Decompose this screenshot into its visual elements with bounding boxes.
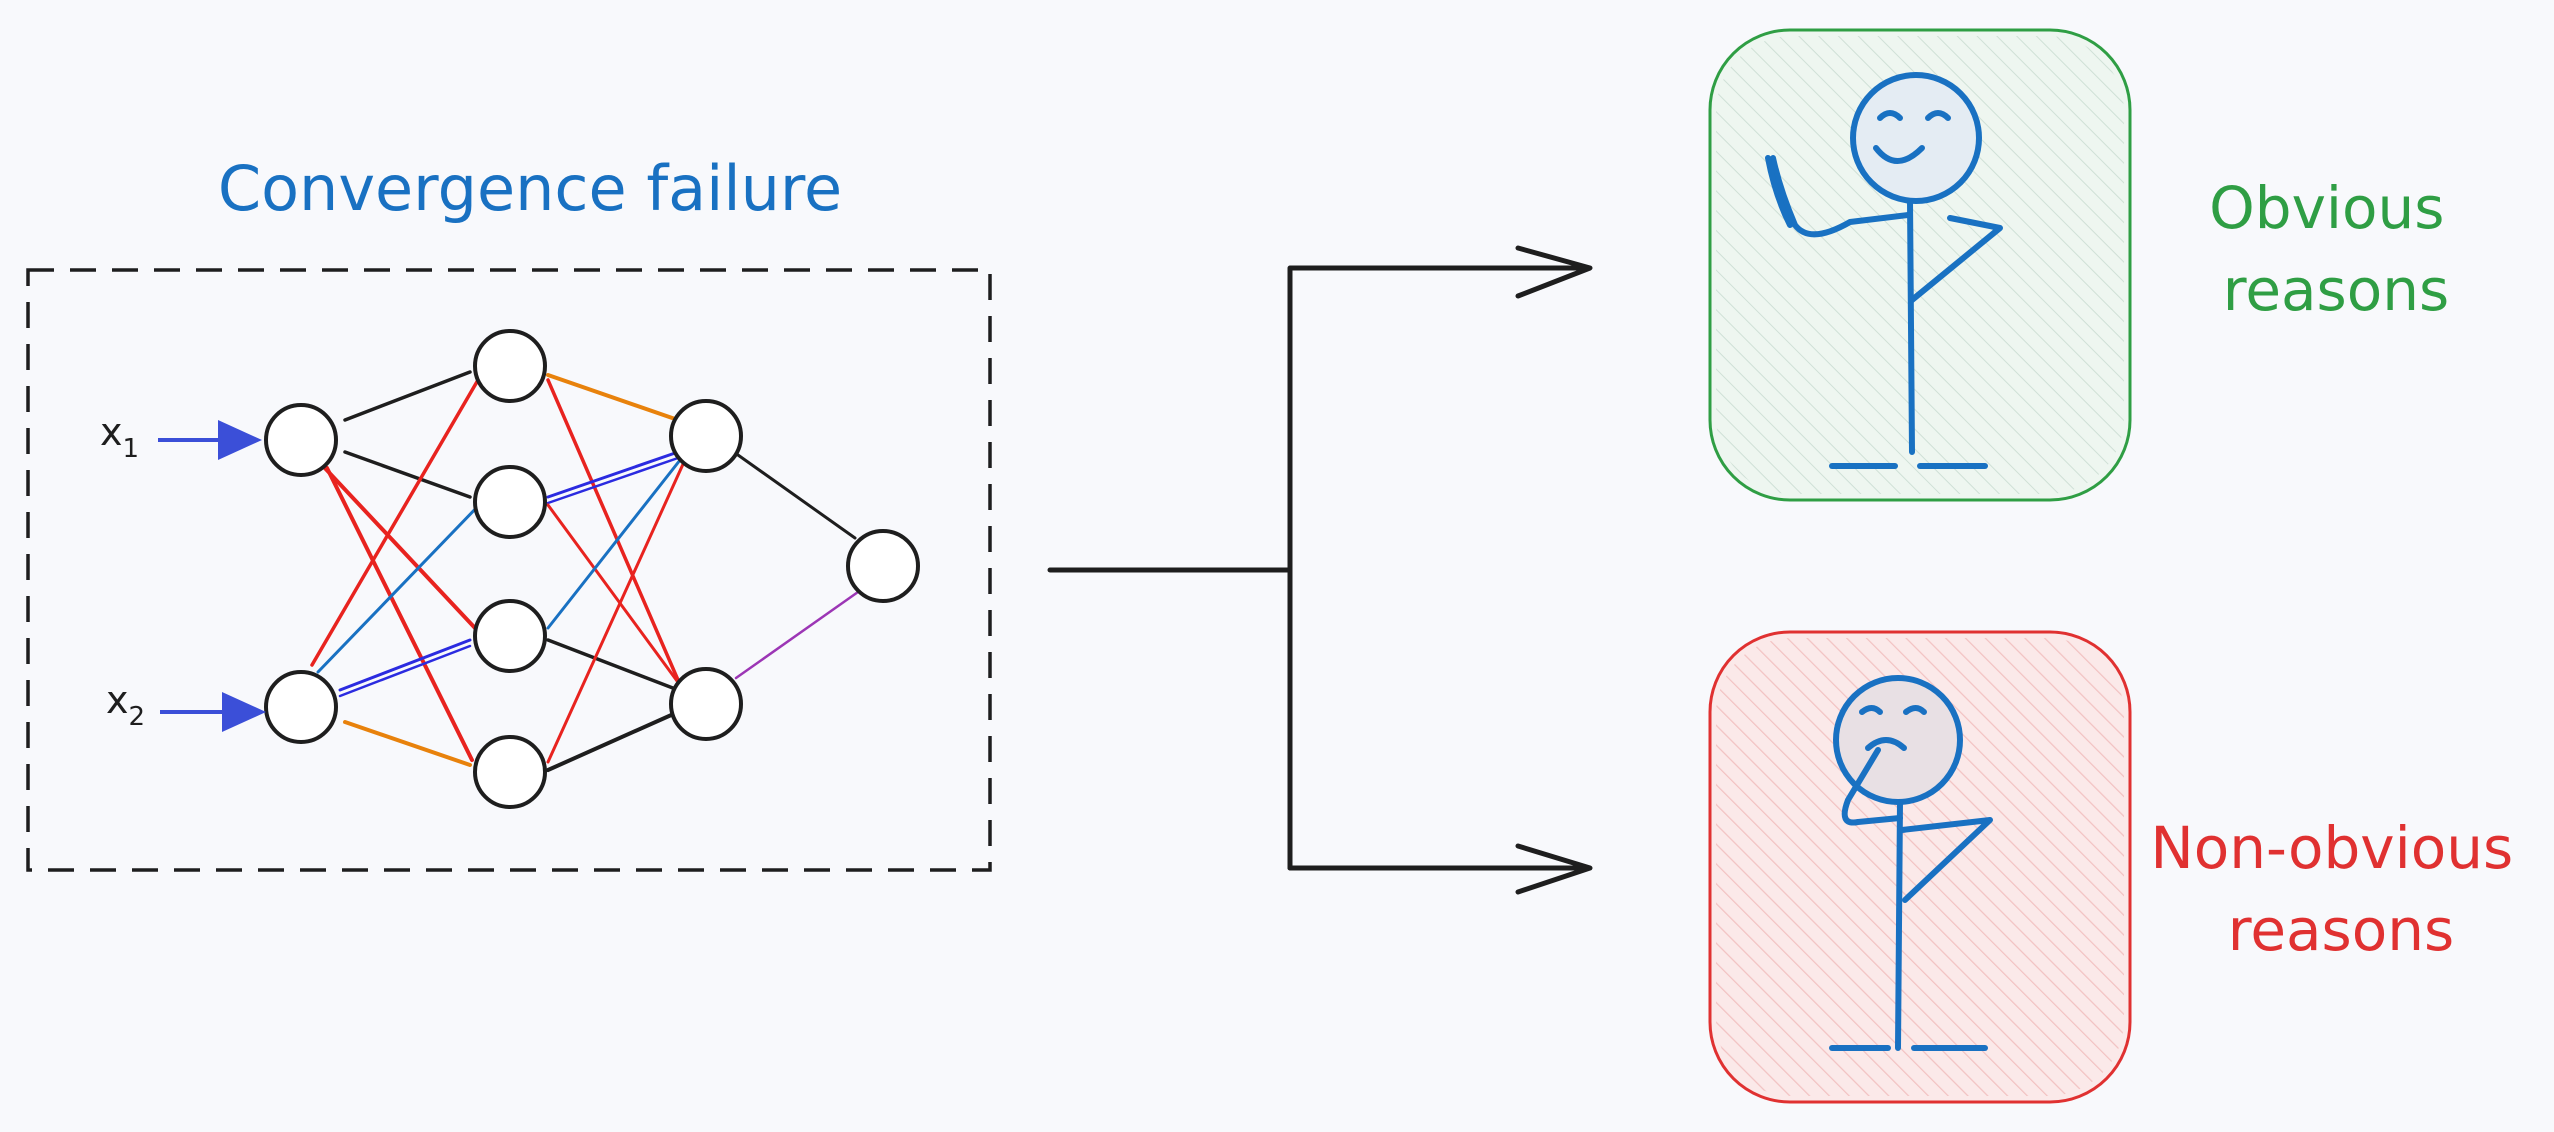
output-node bbox=[846, 529, 920, 603]
pondering-stick-figure bbox=[1829, 675, 1993, 1051]
network-edges bbox=[310, 370, 860, 772]
input-arrow-2 bbox=[160, 692, 266, 732]
edge bbox=[325, 466, 474, 762]
hidden2-node-1 bbox=[669, 399, 743, 473]
label-non-obvious: Non-obvious reasons bbox=[2150, 814, 2531, 964]
network-nodes bbox=[264, 329, 920, 809]
edge bbox=[338, 638, 472, 692]
edge bbox=[343, 450, 472, 499]
network-frame bbox=[26, 268, 992, 872]
hidden2-node-2 bbox=[669, 667, 743, 741]
edge bbox=[546, 638, 680, 692]
hidden1-node-2 bbox=[473, 465, 547, 539]
edge bbox=[546, 710, 680, 772]
edge bbox=[734, 590, 860, 680]
edge bbox=[320, 463, 477, 630]
happy-stick-figure bbox=[1765, 72, 2003, 469]
outcome-box-non-obvious bbox=[1708, 630, 2132, 1104]
edge bbox=[546, 373, 680, 422]
edge bbox=[343, 370, 472, 422]
edge bbox=[316, 500, 484, 674]
edge bbox=[546, 456, 680, 505]
diagram-title: Convergence failure bbox=[218, 152, 842, 225]
label-non-obvious-line2: reasons bbox=[2228, 896, 2454, 964]
edge bbox=[546, 450, 680, 499]
input-label-2: x2 bbox=[106, 678, 145, 732]
input-arrow-1 bbox=[158, 420, 262, 460]
label-obvious-line2: reasons bbox=[2223, 256, 2449, 324]
outcome-box-obvious bbox=[1708, 28, 2132, 502]
input-node-2 bbox=[264, 670, 338, 744]
label-obvious-line1: Obvious bbox=[2209, 174, 2444, 242]
edge bbox=[310, 378, 480, 667]
edge bbox=[546, 460, 686, 764]
hidden1-node-4 bbox=[473, 735, 547, 809]
edge bbox=[546, 503, 682, 687]
edge bbox=[546, 378, 680, 682]
edge bbox=[546, 453, 686, 630]
label-obvious: Obvious reasons bbox=[2209, 174, 2463, 324]
branch-connector bbox=[1047, 245, 1593, 895]
label-non-obvious-line1: Non-obvious bbox=[2150, 814, 2513, 882]
input-node-1 bbox=[264, 403, 338, 477]
edge bbox=[343, 720, 472, 767]
input-label-1: x1 bbox=[100, 410, 139, 464]
edge bbox=[736, 453, 857, 540]
hidden1-node-1 bbox=[473, 329, 547, 403]
hidden1-node-3 bbox=[473, 599, 547, 673]
edge bbox=[338, 644, 472, 698]
